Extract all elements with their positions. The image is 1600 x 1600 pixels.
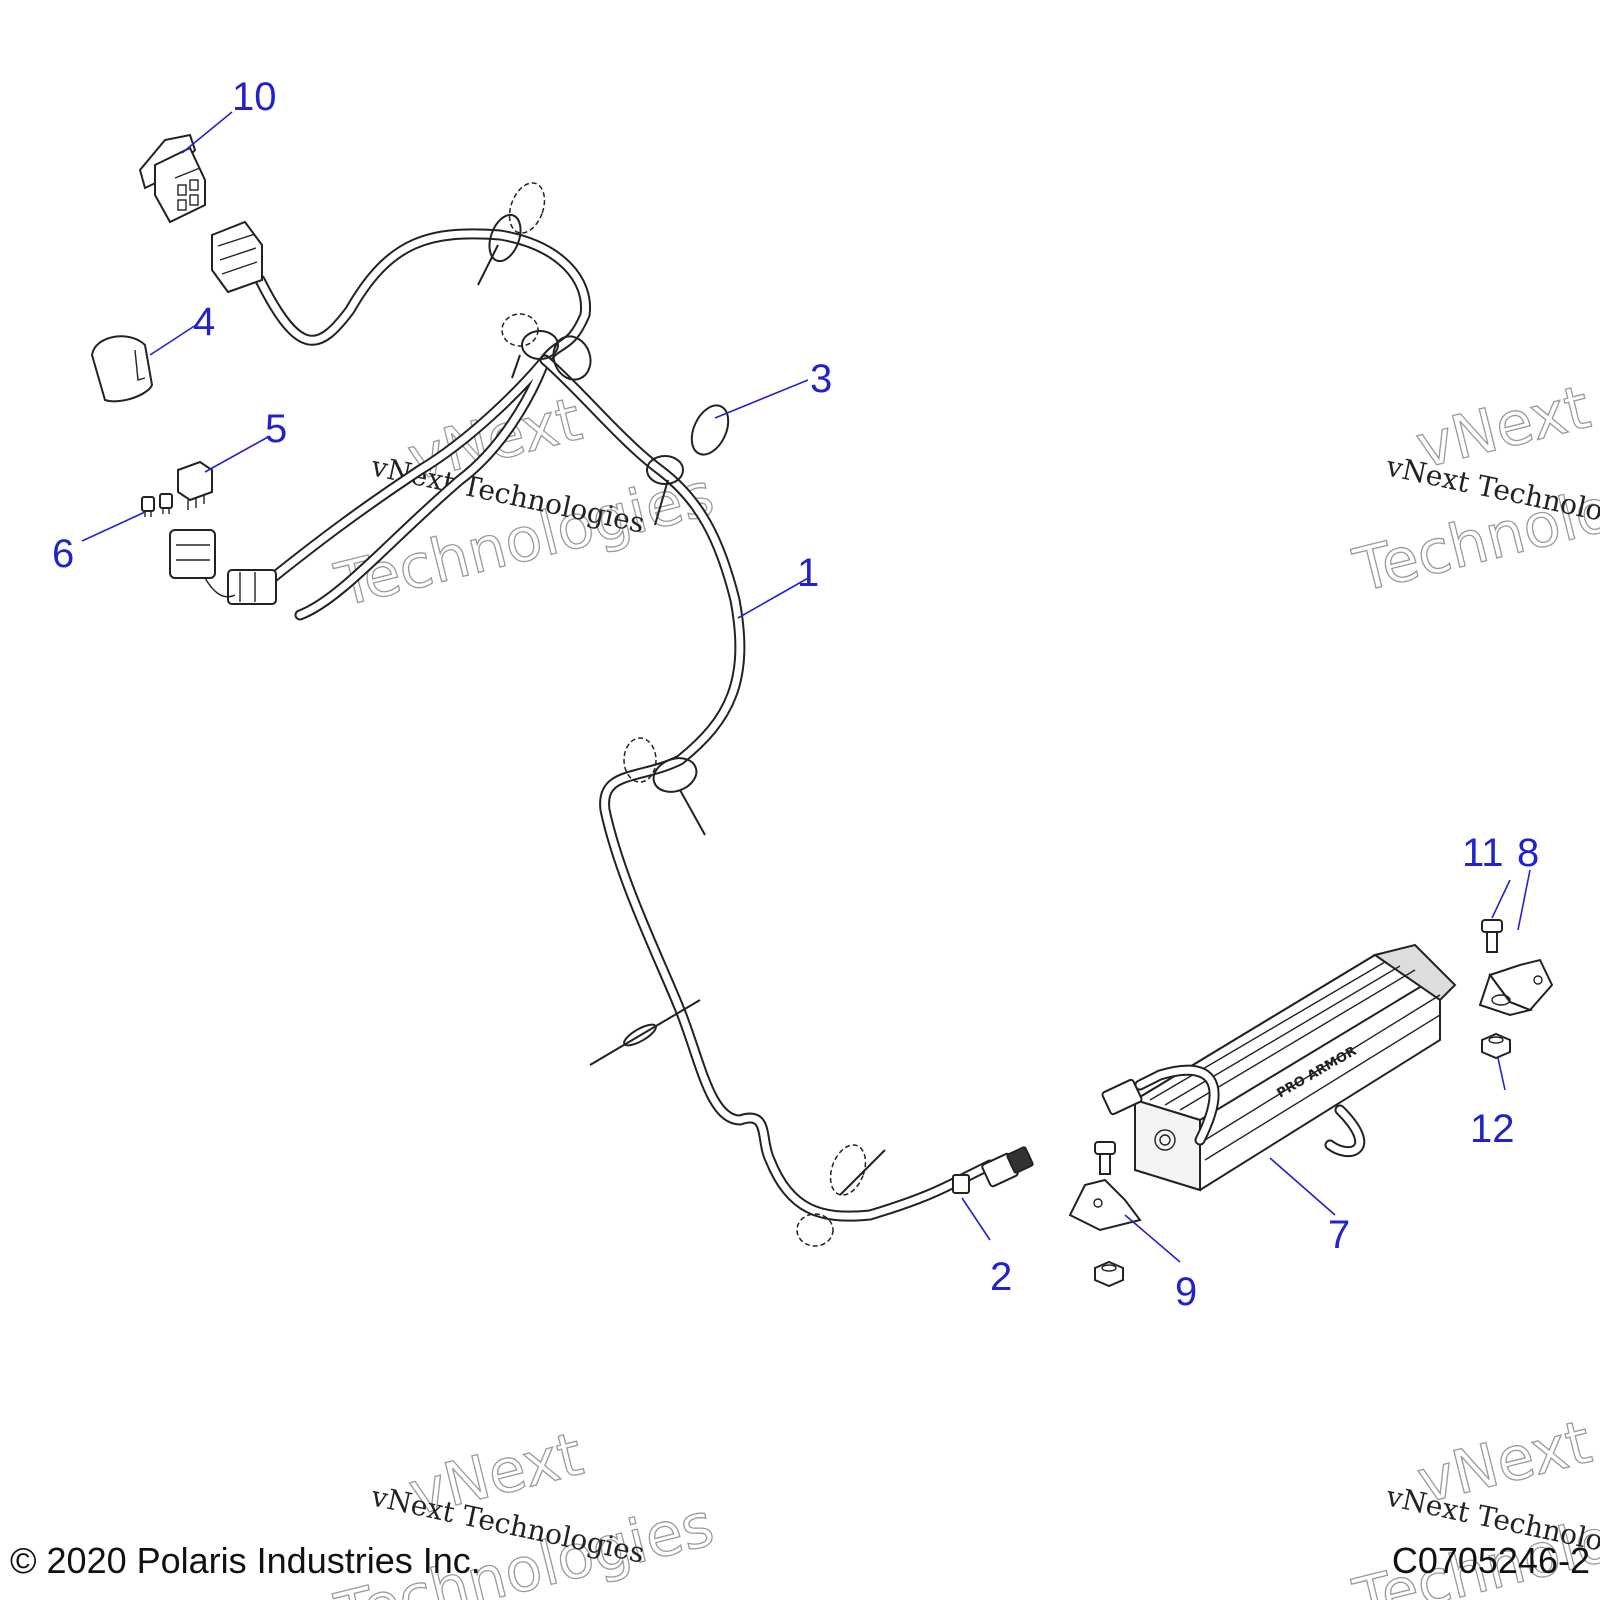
harness-end-connector xyxy=(952,1146,1034,1194)
callout-9: 9 xyxy=(1175,1270,1197,1314)
callout-5: 5 xyxy=(265,407,287,451)
callout-11: 11 xyxy=(1462,831,1504,875)
nut-left xyxy=(1094,1260,1124,1288)
wiring-harness xyxy=(254,228,996,1222)
bracket-right xyxy=(1478,958,1554,1017)
fuses xyxy=(141,493,173,517)
figure-id: C0705246-2 xyxy=(1391,1540,1590,1581)
callout-1: 1 xyxy=(797,551,819,595)
relay-cover xyxy=(90,335,154,403)
bolt-right xyxy=(1481,919,1503,953)
rocker-switch xyxy=(138,133,206,224)
bracket-left xyxy=(1068,1178,1142,1232)
bolt-left xyxy=(1094,1141,1116,1175)
leader-lines xyxy=(81,111,1531,1263)
relay xyxy=(177,460,213,510)
callout-12: 12 xyxy=(1470,1107,1515,1151)
callout-4: 4 xyxy=(193,300,215,344)
harness-fuse-holder xyxy=(169,529,277,605)
callout-3: 3 xyxy=(810,357,832,401)
callout-2: 2 xyxy=(990,1255,1012,1299)
callout-10: 10 xyxy=(232,75,277,119)
light-bar: PRO ARMOR xyxy=(1101,943,1457,1192)
callout-6: 6 xyxy=(52,532,74,576)
callout-8: 8 xyxy=(1517,831,1539,875)
callout-7: 7 xyxy=(1328,1213,1350,1257)
nut-right xyxy=(1481,1032,1511,1060)
harness-switch-connector xyxy=(211,220,263,294)
copyright-text: © 2020 Polaris Industries Inc. xyxy=(10,1540,481,1581)
cable-ties xyxy=(477,182,886,1247)
